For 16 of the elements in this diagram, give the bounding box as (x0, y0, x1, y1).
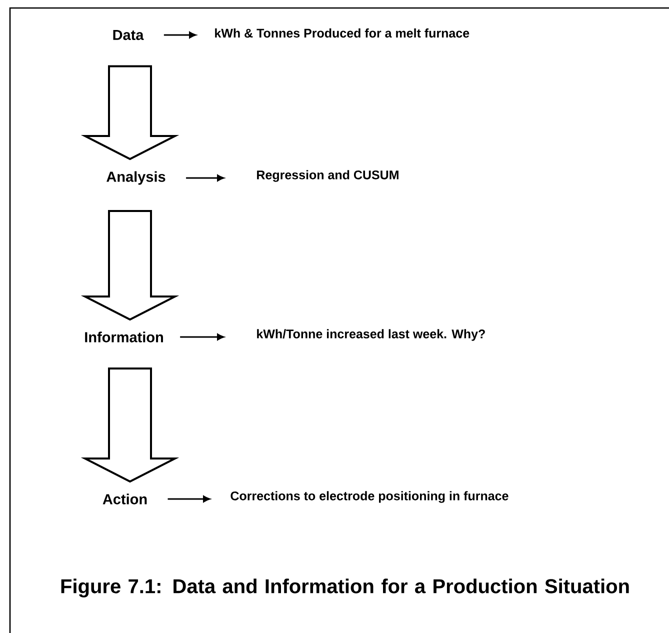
stage-label: Action (102, 494, 147, 504)
block-arrow (80, 210, 180, 321)
figure-caption: Figure 7.1: Data and Information for a Production Situation (61, 578, 629, 598)
description-text: Regression and CUSUM (257, 170, 398, 182)
stage-label: Data (113, 30, 144, 40)
description-text: Corrections to electrode positioning in furnace (230, 491, 508, 503)
arrow (168, 496, 210, 502)
stage-label: Information (85, 332, 163, 342)
description-text: kWh/Tonne increased last week. Why? (257, 329, 485, 341)
arrow (164, 32, 196, 38)
block-arrow (80, 65, 180, 160)
block-arrow (80, 368, 180, 483)
description-text: kWh & Tonnes Produced for a melt furnace (215, 28, 470, 38)
arrow (180, 334, 224, 340)
stage-label: Analysis (106, 171, 166, 185)
arrow (186, 174, 224, 182)
